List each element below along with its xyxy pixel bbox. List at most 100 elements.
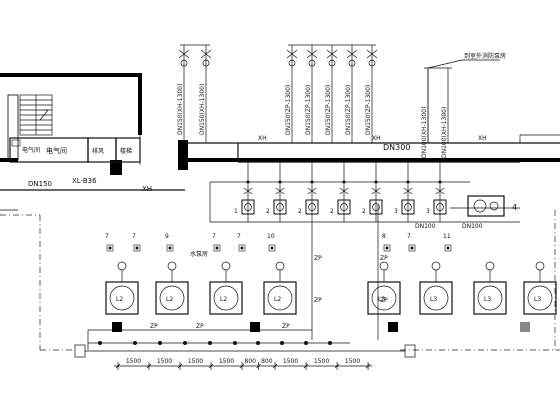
pump-4: 2 xyxy=(330,162,351,222)
building-walls xyxy=(0,73,560,175)
pump-2: 2 xyxy=(266,162,287,222)
pump-manifold: DN100 DN100 xyxy=(209,181,520,230)
fixture-4: 7 xyxy=(212,233,221,252)
fixture-tag-2: 7 xyxy=(132,233,136,240)
left-pipe-xh: XH xyxy=(142,185,152,193)
fixture-tag-8: 7 xyxy=(407,233,411,240)
riser-1: DN150(XH-1300) xyxy=(177,45,190,143)
tank-label-7: L3 xyxy=(484,296,491,303)
dimension-3: 1500 xyxy=(188,358,203,365)
note-callout: 到室外消防泵房 xyxy=(427,52,506,143)
left-pipe-size: DN150 xyxy=(28,180,52,188)
riser-9: DN100(XH-1300) xyxy=(441,68,449,158)
tank-4: L2 xyxy=(263,261,297,315)
riser-5: DN150(ZP-1300) xyxy=(325,45,338,143)
room-label-electric-2: 电气间 xyxy=(46,146,67,155)
dimension-8: 1500 xyxy=(314,358,329,365)
riser-8: DN100(XH-1300) xyxy=(421,68,429,158)
pump-tag-5: 2 xyxy=(362,208,366,215)
dimension-2: 1500 xyxy=(157,358,172,365)
fixture-1: 7 xyxy=(105,233,114,252)
room-label-electric: 电气间 xyxy=(22,146,40,154)
tank-label-6: L3 xyxy=(430,296,437,303)
zp-bottom-2: ZP xyxy=(196,323,204,330)
zp-label-1: ZP xyxy=(314,255,322,262)
main-xh-1: XH xyxy=(258,135,267,142)
fixture-tag-4: 7 xyxy=(212,233,216,240)
riser-label-1: DN150(XH-1300) xyxy=(177,84,184,135)
left-pipe: DN150 XL-B36 XH xyxy=(0,177,185,211)
pump-tag-6: 3 xyxy=(394,208,398,215)
zp-label-2: ZP xyxy=(314,297,322,304)
dimension-6: 800 xyxy=(261,358,273,365)
tank-3: L2 xyxy=(209,261,243,315)
pump-7: 3 xyxy=(426,162,447,222)
equipment-4: 4 xyxy=(467,195,517,217)
tank-2: L2 xyxy=(155,261,189,315)
riser-label-5: DN150(ZP-1300) xyxy=(325,85,332,135)
fixture-8: 7 xyxy=(407,233,416,252)
pump-3: 2 xyxy=(298,162,319,222)
bottom-pipe: ZP ZP ZP xyxy=(87,322,530,350)
riser-label-6: DN150(ZP-1300) xyxy=(345,85,352,135)
main-xh-2: XH xyxy=(372,135,381,142)
pump-tag-7: 3 xyxy=(426,208,430,215)
equipment-4-tag: 4 xyxy=(512,203,517,212)
stair xyxy=(19,94,53,136)
pump-tag-3: 2 xyxy=(298,208,302,215)
main-pipe-label: DN300 xyxy=(383,143,410,152)
fixture-tag-1: 7 xyxy=(105,233,109,240)
left-pipe-tag: XL-B36 xyxy=(72,177,97,185)
fixture-tag-6: 10 xyxy=(267,233,275,240)
fixture-tag-3: 9 xyxy=(165,233,169,240)
room-label-stair: 楼梯 xyxy=(120,147,132,155)
riser-7: DN150(ZP-1300) xyxy=(365,45,378,143)
tank-8: L3 xyxy=(523,261,557,315)
room-label-exhaust: 排风 xyxy=(92,147,104,155)
riser-label-7: DN150(ZP-1300) xyxy=(365,85,372,135)
riser-label-2: DN150(XH-1300) xyxy=(199,84,206,135)
tank-5: L3 xyxy=(367,261,401,315)
tank-label-2: L2 xyxy=(166,296,173,303)
fixture-2: 7 xyxy=(132,233,141,252)
pump-group: 1 2 2 2 2 3 3 xyxy=(234,162,447,222)
pump-tag-4: 2 xyxy=(330,208,334,215)
riser-label-8: DN100(XH-1300) xyxy=(421,107,428,158)
dimension-1: 1500 xyxy=(126,358,141,365)
fixture-7: 8 xyxy=(382,233,391,252)
branch-pipe-1: DN100 xyxy=(415,223,436,230)
zp-label-3: ZP xyxy=(380,255,388,262)
pump-1: 1 xyxy=(234,162,255,222)
zp-bottom-1: ZP xyxy=(150,323,158,330)
pump-tag-2: 2 xyxy=(266,208,270,215)
riser-4: DN150(ZP-1300) xyxy=(305,45,318,143)
lower-boundary xyxy=(0,210,560,358)
zp-label-4: ZP xyxy=(380,297,388,304)
fixture-tag-9: 11 xyxy=(443,233,451,240)
riser-2: DN150(XH-1300) xyxy=(199,45,212,143)
dimension-4: 1500 xyxy=(219,358,234,365)
zp-drops: ZP ZP ZP ZP xyxy=(311,205,388,340)
main-xh-3: XH xyxy=(478,135,487,142)
valve-row: 7 7 9 7 7 10 8 7 11 xyxy=(105,233,452,252)
fixture-tag-5: 7 xyxy=(237,233,241,240)
riser-3: DN150(ZP-1300) xyxy=(285,45,298,143)
tank-label-4: L2 xyxy=(274,296,281,303)
pump-room-label: 水泵房 xyxy=(190,250,208,258)
zp-bottom-3: ZP xyxy=(282,323,290,330)
fixture-tag-7: 8 xyxy=(382,233,386,240)
dimension-7: 1500 xyxy=(283,358,298,365)
fixture-5: 7 xyxy=(237,233,246,252)
riser-label-3: DN150(ZP-1300) xyxy=(285,85,292,135)
branch-pipe-2: DN100 xyxy=(462,223,483,230)
small-rooms: 电气间 电气间 排风 楼梯 xyxy=(9,137,141,163)
riser-label-9: DN100(XH-1300) xyxy=(441,107,448,158)
riser-label-4: DN150(ZP-1300) xyxy=(305,85,312,135)
pump-6: 3 xyxy=(394,162,415,222)
tank-label-1: L2 xyxy=(116,296,123,303)
dimension-9: 1500 xyxy=(345,358,360,365)
